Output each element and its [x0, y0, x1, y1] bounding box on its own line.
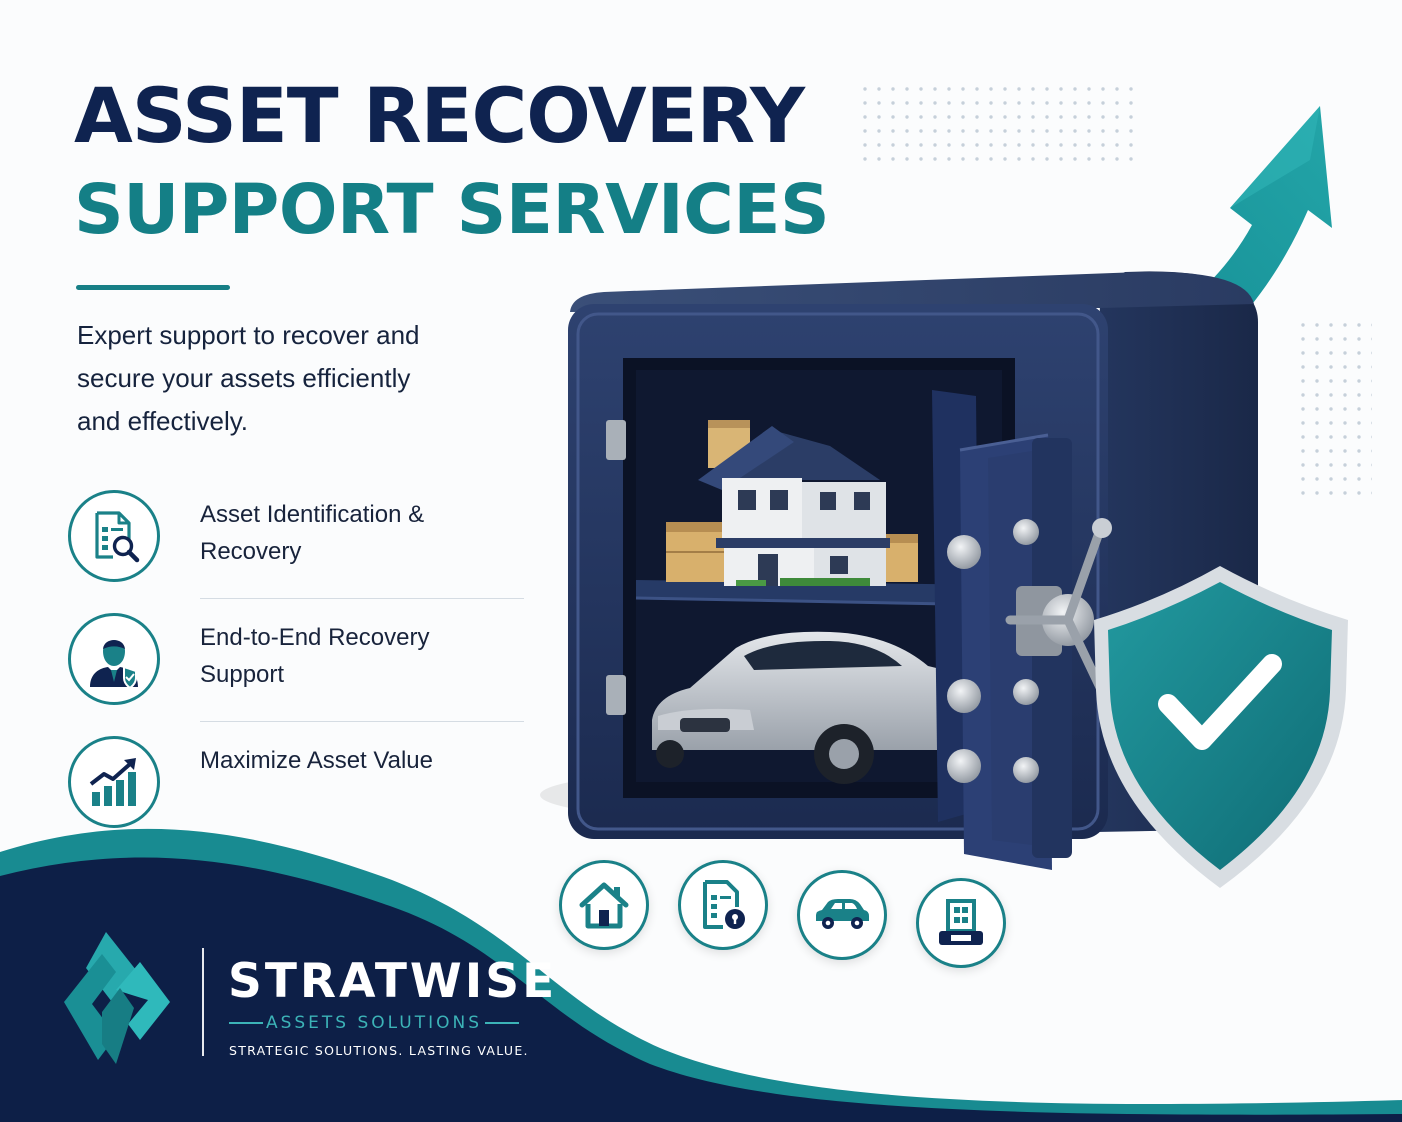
feature-divider [200, 721, 524, 722]
headline-line-2: SUPPORT SERVICES [74, 170, 830, 250]
feature-label: Maximize Asset Value [200, 747, 433, 774]
feature-icon-circle [68, 613, 160, 705]
category-home-button [559, 860, 649, 950]
feature-icon-circle [68, 490, 160, 582]
category-document-button [678, 860, 768, 950]
feature-label: End-to-End Recovery Support [200, 624, 430, 688]
feature-item-maximize-value: Maximize Asset Value [68, 736, 458, 836]
agent-shield-icon [90, 640, 138, 689]
home-icon [579, 882, 629, 929]
intro-text: Expert support to recover and secure you… [77, 320, 420, 436]
category-property-button [916, 878, 1006, 968]
category-vehicle-button [797, 870, 887, 960]
brand-tagline: STRATEGIC SOLUTIONS. LASTING VALUE. [229, 1043, 529, 1058]
dot-pattern-right [1300, 322, 1372, 502]
subtitle-rule-left [229, 1022, 263, 1024]
brand-subtitle-row: ASSETS SOLUTIONS [229, 1012, 519, 1034]
document-search-icon [95, 511, 140, 563]
feature-icon-circle [68, 736, 160, 828]
headline-line-1: ASSET RECOVERY [74, 71, 805, 160]
dot-pattern-top [862, 86, 1142, 168]
safe-illustration [540, 106, 1348, 888]
growth-chart-icon [89, 758, 136, 806]
stratwise-logo-icon [64, 932, 170, 1064]
brand-name: STRATWISE [228, 954, 558, 1009]
feature-label: Asset Identification & Recovery [200, 501, 425, 565]
car-icon [816, 899, 869, 929]
brand-subtitle: ASSETS SOLUTIONS [265, 1013, 483, 1033]
document-lock-icon [703, 880, 745, 929]
title-underline [76, 285, 230, 290]
feature-item-end-to-end-support: End-to-End Recovery Support [68, 613, 458, 713]
feature-divider [200, 598, 524, 599]
building-icon [939, 899, 983, 945]
subtitle-rule-right [485, 1022, 519, 1024]
brand-divider [202, 948, 204, 1056]
feature-item-asset-identification: Asset Identification & Recovery [68, 490, 458, 590]
